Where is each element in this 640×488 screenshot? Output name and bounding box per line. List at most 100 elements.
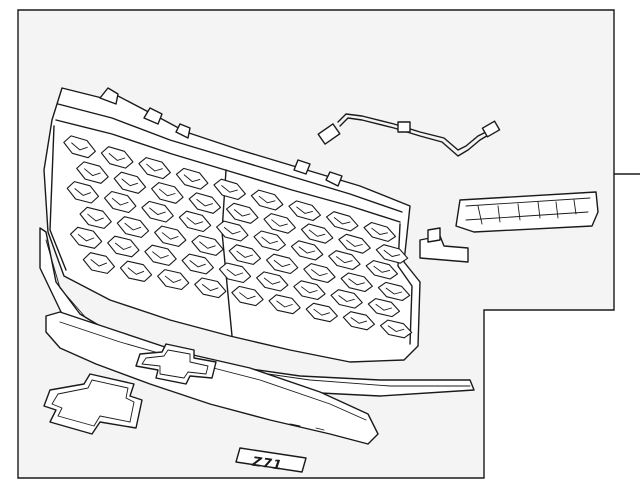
grille-cell-detail (189, 260, 206, 268)
upper-trim-lamp (455, 191, 599, 233)
harness-wire-edge (339, 117, 491, 157)
grille-cell (151, 182, 184, 204)
grille-cell-detail (108, 153, 126, 161)
grille-cell (263, 213, 296, 234)
grille-cell (119, 260, 153, 282)
grille-cell-detail (387, 325, 405, 332)
grille-cell-detail (296, 206, 313, 214)
grille-cell-detail (333, 217, 351, 225)
grille-cell-detail (196, 198, 213, 207)
grille-cell-detail (346, 239, 363, 247)
grille-cell (178, 210, 212, 233)
grille-cell-detail (183, 174, 201, 183)
mount-tab (99, 87, 119, 105)
grille-cell-detail (77, 233, 95, 242)
grille-cell (175, 167, 209, 190)
grille-cell (69, 226, 103, 249)
grille-cell (154, 225, 187, 247)
grille-cell-detail (375, 303, 393, 311)
grille-cell-detail (146, 163, 163, 172)
grille-cell (253, 230, 286, 252)
grille-cell-detail (373, 265, 391, 273)
grille-cell (144, 244, 177, 266)
grille-cell-detail (348, 278, 365, 286)
sensor-harness (317, 113, 501, 157)
grille-cell (228, 244, 262, 265)
grille-cell-detail (124, 222, 142, 231)
grille-cell (325, 211, 359, 232)
grille-cell-detail (114, 242, 132, 250)
badge-plate (235, 447, 307, 473)
grille-cell (328, 250, 361, 271)
grille-cell-detail (186, 217, 204, 225)
grille-cell-detail (201, 284, 219, 292)
grille-cell (375, 244, 409, 264)
grille-cell-detail (71, 142, 88, 151)
grille-cell-detail (371, 227, 388, 235)
z71-badge: Z71 (235, 447, 307, 474)
badge-text: Z71 (250, 454, 283, 473)
grille-cell-detail (226, 268, 244, 276)
grille-cell (107, 235, 140, 258)
emblem-bar-edge (59, 321, 367, 421)
mounting-bracket (419, 227, 469, 263)
grille-cell (250, 189, 284, 211)
grille-cell (157, 269, 190, 291)
grille-cell (367, 298, 401, 318)
lower-emblem-bar (45, 311, 379, 445)
grille-cell-detail (313, 308, 330, 316)
bowtie-emblem (43, 373, 143, 435)
grille-cell (116, 216, 150, 238)
grille-cell-detail (311, 269, 328, 277)
grille-cell-detail (336, 256, 353, 264)
grille-cell-detail (127, 267, 145, 275)
emblem-bar-slots (289, 423, 325, 431)
bracket-tab (427, 227, 441, 243)
grille-cell (76, 161, 109, 184)
mount-tab (143, 107, 163, 125)
grille-cell (256, 271, 289, 292)
grille-cell-detail (258, 195, 276, 204)
grille-cell-detail (271, 219, 288, 227)
grille-cell-detail (87, 213, 104, 222)
mount-tab (325, 171, 343, 187)
grille-cell-detail (223, 227, 241, 235)
grille-cell-detail (74, 188, 92, 196)
grille-cell (268, 294, 301, 315)
grille-cell-detail (90, 259, 108, 267)
grille-cell (363, 221, 397, 242)
grille-cell-detail (298, 246, 316, 254)
grille-cell (79, 206, 112, 229)
grille-cell-detail (161, 232, 179, 240)
grille-cell-detail (261, 236, 278, 244)
grille-cell-detail (308, 229, 326, 237)
grille-cell (113, 171, 147, 194)
grille-cell (288, 200, 322, 222)
harness-clip (397, 121, 411, 133)
grille-cell-detail (149, 207, 166, 216)
grille-cell-detail (158, 188, 176, 197)
grille-cell (188, 192, 222, 214)
grille-cell (218, 262, 252, 284)
grille-cell-detail (385, 287, 403, 295)
grille-cell (290, 240, 324, 261)
grille-cell (342, 311, 376, 331)
mount-tab (293, 159, 311, 175)
grille-cell (303, 263, 336, 284)
grille-cell-detail (263, 277, 281, 285)
grille-cell (138, 157, 171, 180)
grille-cell (231, 285, 264, 307)
grille-mesh (63, 135, 413, 339)
grille-cell (213, 178, 246, 201)
grille-cell-detail (338, 295, 355, 302)
grille-cell (265, 253, 299, 275)
grille-cell-detail (152, 251, 169, 259)
grille-cell-detail (239, 292, 256, 300)
grille-top-rail-inner (55, 119, 401, 223)
grille-top-rail (57, 103, 403, 213)
harness-connector-left (317, 123, 341, 145)
harness-wire (337, 113, 491, 151)
grille-cell (66, 181, 100, 204)
grille-right-member (397, 223, 413, 345)
grille-cell-detail (111, 197, 129, 206)
